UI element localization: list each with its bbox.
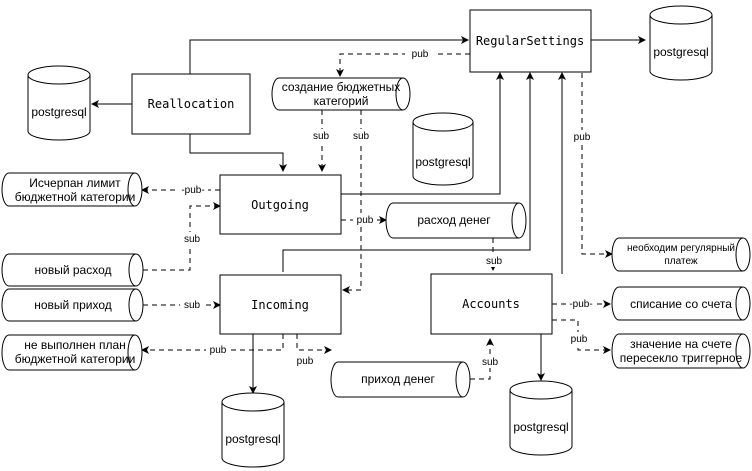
- topic-money-out-label: расход денег: [417, 213, 491, 227]
- edge-label: -pub-: [569, 299, 592, 310]
- topic-money-in-label: приход денег: [361, 372, 435, 386]
- topic-limit-exhausted-label-line2: бюджетной категории: [15, 190, 136, 204]
- edge-label: pub: [574, 132, 591, 143]
- topic-plan-failed-shape: [1, 334, 143, 371]
- topic-new-expense-label: новый расход: [35, 263, 112, 277]
- topic-debit-label: списание со счета: [630, 297, 732, 311]
- topic-regular-payment-label-line1: необходим регулярный: [627, 242, 735, 254]
- topic-limit-exhausted-shape: [1, 172, 143, 207]
- edge-incoming-pub-money-in: [296, 334, 332, 354]
- topic-trigger-shape: [611, 333, 751, 369]
- edge-label: sub: [313, 131, 330, 142]
- topic-trigger-label-line1: значение на счете: [630, 337, 732, 351]
- edge-money-in-sub-accounts: [470, 338, 494, 380]
- service-outgoing-label: Outgoing: [251, 198, 309, 212]
- edge-label-group: pub sub sub -pub- sub pub sub sub pub pu…: [178, 47, 596, 368]
- topic-regular-payment-shape: [611, 237, 751, 272]
- service-regularsettings-box: [469, 9, 592, 73]
- database-label: postgresql: [31, 105, 86, 119]
- topic-plan-failed-label-line2: бюджетной категории: [15, 352, 136, 366]
- edges: [91, 36, 646, 394]
- edge-label: sub: [353, 131, 370, 142]
- topic-new-income-shape: [1, 288, 144, 322]
- topic-trigger-label-line2: пересекло триггерное: [620, 351, 743, 365]
- database-label: postgresql: [225, 432, 280, 446]
- edge-label: sub: [184, 300, 201, 311]
- topic-money-in-shape: [330, 361, 471, 398]
- service-regularsettings-label: RegularSettings: [476, 34, 584, 48]
- database-icon: [27, 65, 91, 141]
- edge-create-budget-sub-incoming: [342, 110, 362, 294]
- service-incoming-box: [219, 274, 342, 335]
- topic-money-out-shape: [385, 202, 527, 239]
- topic-create-budget-label-line2: категорий: [314, 94, 369, 108]
- database-icon: [649, 5, 713, 81]
- edge-label: sub: [482, 357, 499, 368]
- service-accounts-label: Accounts: [462, 297, 520, 311]
- topic-new-expense-shape: [1, 253, 144, 287]
- database-icon: [412, 112, 474, 186]
- service-accounts-box: [430, 273, 553, 335]
- edge-label: pub: [357, 215, 374, 226]
- service-reallocation-label: Reallocation: [148, 97, 235, 111]
- service-reallocation-box: [131, 73, 251, 135]
- database-label: postgresql: [415, 155, 470, 169]
- edge-regularsettings-pub-regular-payment: [581, 73, 613, 258]
- edge-reallocation-to-regularsettings: [189, 36, 469, 74]
- service-incoming-label: Incoming: [251, 298, 309, 312]
- topic-limit-exhausted-label-line1: Исчерпан лимит: [29, 176, 121, 190]
- edge-new-expense-sub-outgoing: [143, 202, 221, 271]
- topic-create-budget-label-line1: создание бюджетных: [282, 80, 401, 94]
- database-icon: [221, 392, 285, 468]
- edge-incoming-to-regularsettings: [282, 72, 534, 272]
- edge-regularsettings-pub-create-budget: [336, 53, 470, 77]
- database-label: postgresql: [513, 420, 568, 434]
- database-label: postgresql: [653, 45, 708, 59]
- database-icon: [509, 380, 573, 456]
- edge-label: pub: [210, 345, 227, 356]
- edge-reallocation-to-outgoing: [189, 134, 287, 172]
- edge-incoming-pub-plan-failed: [141, 334, 284, 354]
- edge-label: -pub-: [181, 185, 204, 196]
- service-outgoing-box: [219, 174, 342, 235]
- topic-regular-payment-label-line2: платеж: [664, 256, 698, 267]
- edge-label: pub: [412, 49, 429, 60]
- edge-outgoing-to-regularsettings: [341, 72, 504, 195]
- edge-label: sub: [184, 234, 201, 245]
- edge-label: pub: [297, 356, 314, 367]
- edge-label: pub: [571, 334, 588, 345]
- topic-plan-failed-label-line1: не выполнен план: [24, 338, 126, 352]
- topic-debit-shape: [611, 286, 751, 321]
- topic-create-budget-shape: [271, 77, 411, 111]
- edge-label: sub: [486, 256, 503, 267]
- topic-new-income-label: новый приход: [34, 298, 112, 312]
